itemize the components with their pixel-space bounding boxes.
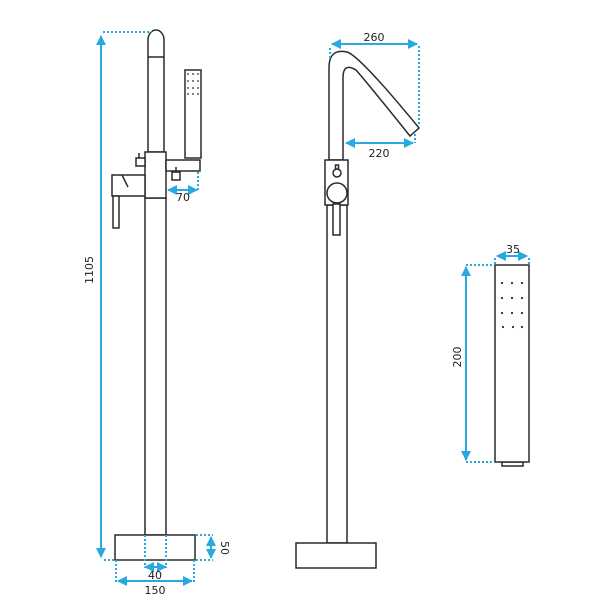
spout xyxy=(328,50,421,161)
shower-arm xyxy=(165,159,201,172)
base-plate xyxy=(114,534,196,561)
hand-shower-body xyxy=(494,264,530,463)
reach-label: 260 xyxy=(364,31,385,44)
mixer-body xyxy=(144,151,167,199)
side-view: 260 220 xyxy=(295,31,421,569)
width-label: 35 xyxy=(506,243,520,256)
spout-tube xyxy=(147,29,165,153)
handle-box xyxy=(111,174,146,197)
base-height-label: 50 xyxy=(218,541,231,555)
length-label: 200 xyxy=(451,347,464,368)
front-view: 1105 70 40 150 50 xyxy=(83,29,231,597)
height-label: 1105 xyxy=(83,256,96,284)
hand-shower-detail: 35 200 xyxy=(451,243,530,467)
outlet-reach-label: 220 xyxy=(369,147,390,160)
floor-pipe xyxy=(144,197,167,536)
diverter xyxy=(135,157,146,167)
lever xyxy=(112,195,120,229)
base-width-label: 150 xyxy=(145,584,166,597)
lever-side xyxy=(332,203,341,236)
offset-label: 70 xyxy=(176,191,190,204)
floor-pipe-side xyxy=(326,204,348,544)
hand-shower-front xyxy=(184,69,202,159)
base-plate-side xyxy=(295,542,377,569)
